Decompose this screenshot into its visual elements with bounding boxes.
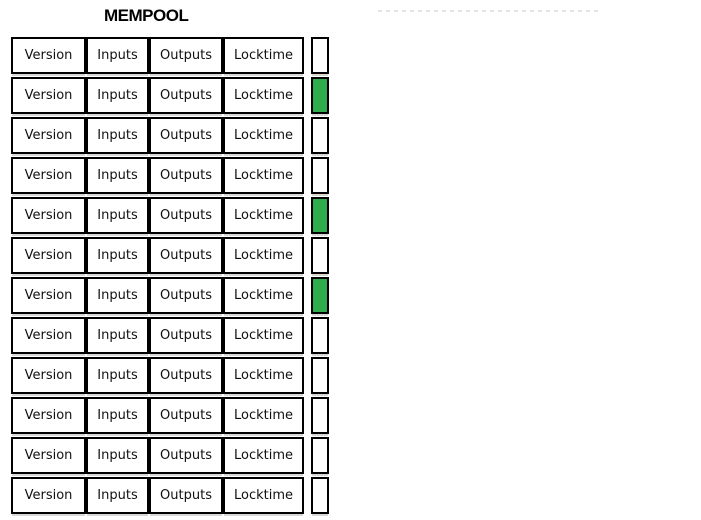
tx-field-inputs: Inputs: [86, 117, 149, 154]
tx-status-indicator: [311, 237, 329, 274]
tx-field-inputs: Inputs: [86, 77, 149, 114]
transaction-row: Version Inputs Outputs Locktime: [11, 237, 329, 274]
tx-field-outputs: Outputs: [149, 277, 223, 314]
transaction-list: Version Inputs Outputs Locktime Version …: [11, 37, 329, 514]
transaction-row: Version Inputs Outputs Locktime: [11, 317, 329, 354]
tx-field-inputs: Inputs: [86, 397, 149, 434]
tx-status-indicator: [311, 117, 329, 154]
tx-field-inputs: Inputs: [86, 437, 149, 474]
tx-field-version: Version: [11, 157, 86, 194]
tx-field-version: Version: [11, 117, 86, 154]
tx-field-locktime: Locktime: [223, 437, 304, 474]
tx-field-outputs: Outputs: [149, 397, 223, 434]
tx-field-locktime: Locktime: [223, 237, 304, 274]
tx-field-inputs: Inputs: [86, 157, 149, 194]
tx-field-locktime: Locktime: [223, 157, 304, 194]
tx-field-outputs: Outputs: [149, 437, 223, 474]
tx-status-indicator: [311, 397, 329, 434]
tx-field-inputs: Inputs: [86, 277, 149, 314]
tx-field-version: Version: [11, 397, 86, 434]
tx-field-inputs: Inputs: [86, 317, 149, 354]
tx-field-locktime: Locktime: [223, 277, 304, 314]
tx-field-locktime: Locktime: [223, 317, 304, 354]
transaction-row: Version Inputs Outputs Locktime: [11, 197, 329, 234]
tx-status-indicator: [311, 37, 329, 74]
tx-status-indicator: [311, 277, 329, 314]
tx-field-version: Version: [11, 277, 86, 314]
tx-field-locktime: Locktime: [223, 117, 304, 154]
tx-status-indicator: [311, 77, 329, 114]
tx-status-indicator: [311, 197, 329, 234]
transaction-row: Version Inputs Outputs Locktime: [11, 277, 329, 314]
transaction-row: Version Inputs Outputs Locktime: [11, 117, 329, 154]
transaction-row: Version Inputs Outputs Locktime: [11, 397, 329, 434]
tx-field-version: Version: [11, 437, 86, 474]
transaction-row: Version Inputs Outputs Locktime: [11, 37, 329, 74]
tx-status-indicator: [311, 157, 329, 194]
tx-field-outputs: Outputs: [149, 477, 223, 514]
tx-field-outputs: Outputs: [149, 37, 223, 74]
tx-field-locktime: Locktime: [223, 357, 304, 394]
tx-field-locktime: Locktime: [223, 397, 304, 434]
tx-field-locktime: Locktime: [223, 477, 304, 514]
tx-field-locktime: Locktime: [223, 197, 304, 234]
dashed-separator-line: [378, 10, 600, 12]
tx-field-inputs: Inputs: [86, 237, 149, 274]
tx-field-locktime: Locktime: [223, 77, 304, 114]
transaction-row: Version Inputs Outputs Locktime: [11, 77, 329, 114]
tx-status-indicator: [311, 357, 329, 394]
tx-field-version: Version: [11, 477, 86, 514]
transaction-row: Version Inputs Outputs Locktime: [11, 477, 329, 514]
tx-field-version: Version: [11, 237, 86, 274]
tx-status-indicator: [311, 317, 329, 354]
tx-field-outputs: Outputs: [149, 357, 223, 394]
tx-field-inputs: Inputs: [86, 197, 149, 234]
tx-field-inputs: Inputs: [86, 477, 149, 514]
tx-field-inputs: Inputs: [86, 357, 149, 394]
tx-field-outputs: Outputs: [149, 117, 223, 154]
transaction-row: Version Inputs Outputs Locktime: [11, 437, 329, 474]
tx-field-version: Version: [11, 77, 86, 114]
tx-field-outputs: Outputs: [149, 237, 223, 274]
tx-status-indicator: [311, 477, 329, 514]
transaction-row: Version Inputs Outputs Locktime: [11, 157, 329, 194]
tx-field-version: Version: [11, 197, 86, 234]
tx-field-outputs: Outputs: [149, 197, 223, 234]
tx-field-version: Version: [11, 37, 86, 74]
tx-field-outputs: Outputs: [149, 77, 223, 114]
tx-field-version: Version: [11, 357, 86, 394]
tx-field-version: Version: [11, 317, 86, 354]
transaction-row: Version Inputs Outputs Locktime: [11, 357, 329, 394]
tx-field-outputs: Outputs: [149, 157, 223, 194]
tx-field-inputs: Inputs: [86, 37, 149, 74]
tx-field-outputs: Outputs: [149, 317, 223, 354]
tx-field-locktime: Locktime: [223, 37, 304, 74]
tx-status-indicator: [311, 437, 329, 474]
page-title: MEMPOOL: [104, 6, 189, 25]
